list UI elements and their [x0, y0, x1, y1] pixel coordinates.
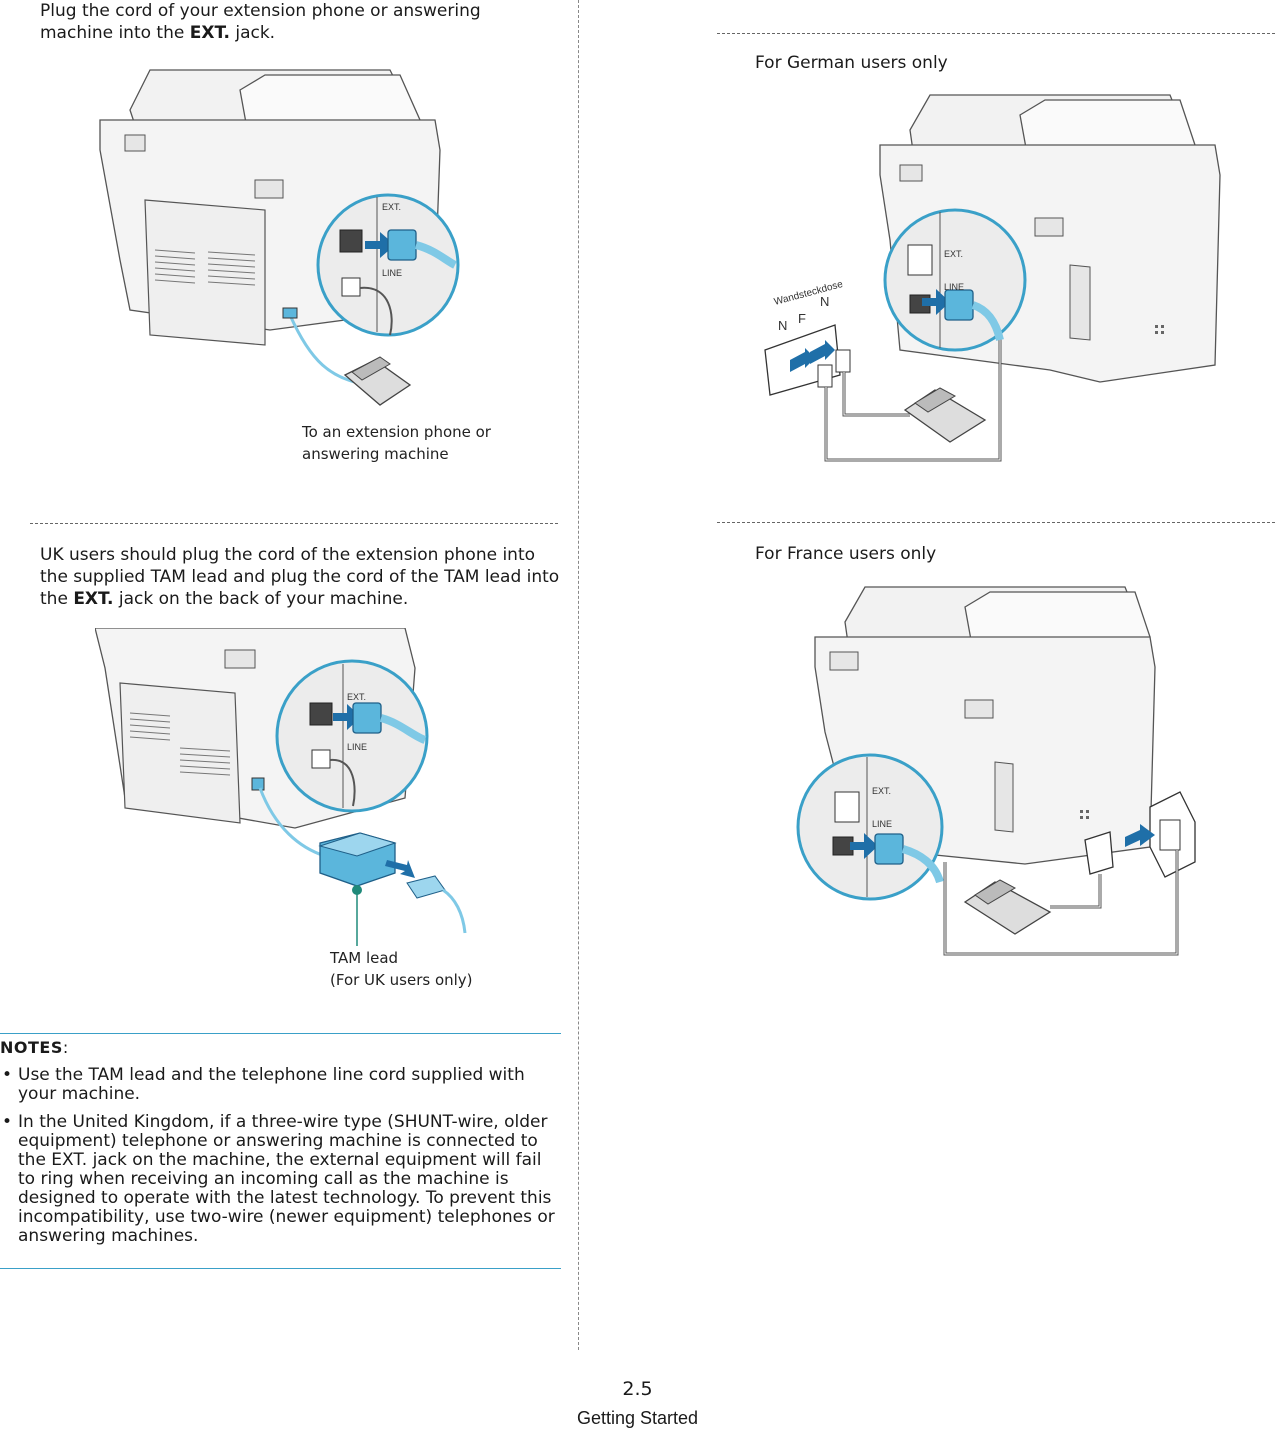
step2-text-end: jack on the back of your machine. [113, 589, 409, 609]
notes-heading: NOTES: [0, 1038, 561, 1057]
figure-german-connection: Wandsteckdose N F N EXT. LINE [764, 94, 1221, 462]
fig1-ext-label: EXT. [382, 202, 401, 212]
step1-bold-ext: EXT. [189, 23, 230, 43]
step2-paragraph: UK users should plug the cord of the ext… [40, 544, 560, 610]
notes-item: In the United Kingdom, if a three-wire t… [0, 1113, 561, 1246]
france-label: For France users only [755, 544, 937, 564]
fig1-caption-line1: To an extension phone or [302, 423, 491, 441]
figure-france-connection: EXT. LINE [796, 586, 1196, 956]
fig2-caption-line2: (For UK users only) [330, 971, 473, 989]
fig2-ext-label: EXT. [347, 692, 366, 702]
column-divider [578, 0, 579, 1350]
figure-tam-lead: EXT. LINE [95, 628, 467, 946]
notes-item: Use the TAM lead and the telephone line … [0, 1066, 561, 1104]
notes-title: NOTES [0, 1038, 63, 1057]
fig1-caption: To an extension phone or answering machi… [302, 421, 491, 465]
step2-text: UK users should plug the cord of the ext… [40, 545, 560, 609]
german-label: For German users only [755, 53, 948, 73]
socket-letter-f: F [798, 311, 806, 326]
right-dashed-separator-1 [717, 33, 1275, 34]
socket-label: Wandsteckdose [773, 279, 845, 308]
right-dashed-separator-2 [717, 522, 1275, 523]
figure-extension-phone: EXT. LINE [99, 69, 460, 406]
left-dashed-separator-1 [30, 523, 558, 524]
step1-text: Plug the cord of your extension phone or… [40, 1, 481, 43]
socket-letter-n1: N [778, 318, 787, 333]
step2-bold-ext: EXT. [73, 589, 114, 609]
fig2-line-label: LINE [347, 742, 367, 752]
fig1-line-label: LINE [382, 268, 402, 278]
step1-text-end: jack. [229, 23, 276, 43]
german-line-label: LINE [944, 282, 964, 292]
step1-paragraph: Plug the cord of your extension phone or… [40, 0, 550, 44]
german-ext-label: EXT. [944, 249, 963, 259]
france-ext-label: EXT. [872, 786, 891, 796]
socket-letter-n2: N [820, 294, 829, 309]
notes-box: NOTES: Use the TAM lead and the telephon… [0, 1033, 561, 1269]
page-number: 2.5 [622, 1378, 653, 1400]
notes-list: Use the TAM lead and the telephone line … [0, 1066, 561, 1246]
section-title: Getting Started [576, 1408, 699, 1428]
fig2-caption: TAM lead (For UK users only) [330, 947, 473, 991]
france-line-label: LINE [872, 819, 892, 829]
notes-colon: : [62, 1038, 69, 1057]
fig2-caption-line1: TAM lead [330, 949, 399, 967]
fig1-caption-line2: answering machine [302, 445, 449, 463]
